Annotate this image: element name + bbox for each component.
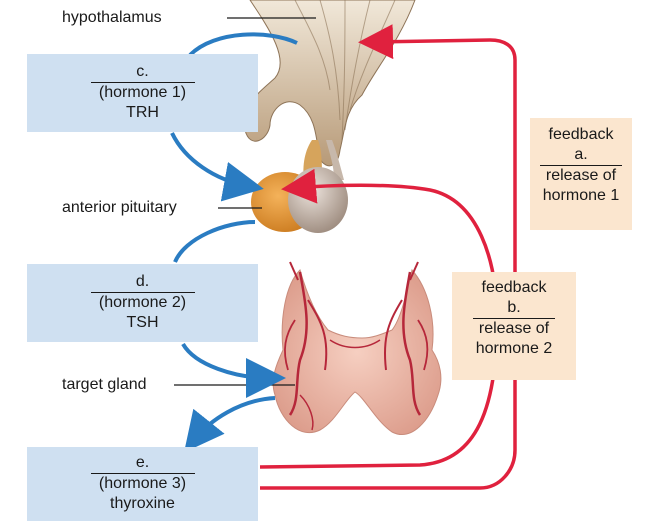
- hormone-1-letter: c.: [91, 62, 195, 82]
- blue-arrow-d-to-thyroid: [183, 344, 270, 378]
- feedback-a-line4: hormone 1: [530, 186, 632, 206]
- hormone-3-box: e. (hormone 3) thyroxine: [27, 447, 258, 521]
- feedback-a-title: feedback: [530, 125, 632, 145]
- feedback-a-line3: release of: [530, 166, 632, 186]
- thyroid-gland-illustration: [273, 262, 441, 434]
- anterior-pituitary-label: anterior pituitary: [62, 199, 177, 217]
- hormone-3-number: (hormone 3): [27, 474, 258, 494]
- hormone-1-name: TRH: [27, 103, 258, 123]
- target-gland-label: target gland: [62, 376, 147, 394]
- blue-arrow-thyroid-to-e: [194, 398, 275, 440]
- hormone-2-box: d. (hormone 2) TSH: [27, 264, 258, 342]
- hormone-3-letter: e.: [27, 453, 258, 473]
- hormone-3-name: thyroxine: [27, 494, 258, 514]
- feedback-b-box: feedback b. release of hormone 2: [452, 272, 576, 380]
- feedback-b-title: feedback: [452, 278, 576, 298]
- feedback-b-line3: release of: [452, 319, 576, 339]
- blue-arrow-pituitary-to-d: [175, 222, 255, 262]
- hypothalamus-label: hypothalamus: [62, 9, 162, 27]
- posterior-pituitary-illustration: [288, 167, 348, 233]
- hormone-2-number: (hormone 2): [27, 293, 258, 313]
- feedback-b-letter: b.: [452, 298, 576, 318]
- hormone-2-letter: d.: [27, 272, 258, 292]
- blue-arrow-c-to-pituitary: [172, 133, 248, 186]
- hormone-1-box: c. (hormone 1) TRH: [27, 54, 258, 132]
- feedback-b-line4: hormone 2: [452, 339, 576, 359]
- hypothalamus-illustration: [244, 0, 415, 180]
- hormone-2-name: TSH: [27, 313, 258, 333]
- feedback-a-box: feedback a. release of hormone 1: [530, 118, 632, 230]
- hormone-1-number: (hormone 1): [27, 83, 258, 103]
- feedback-a-letter: a.: [530, 145, 632, 165]
